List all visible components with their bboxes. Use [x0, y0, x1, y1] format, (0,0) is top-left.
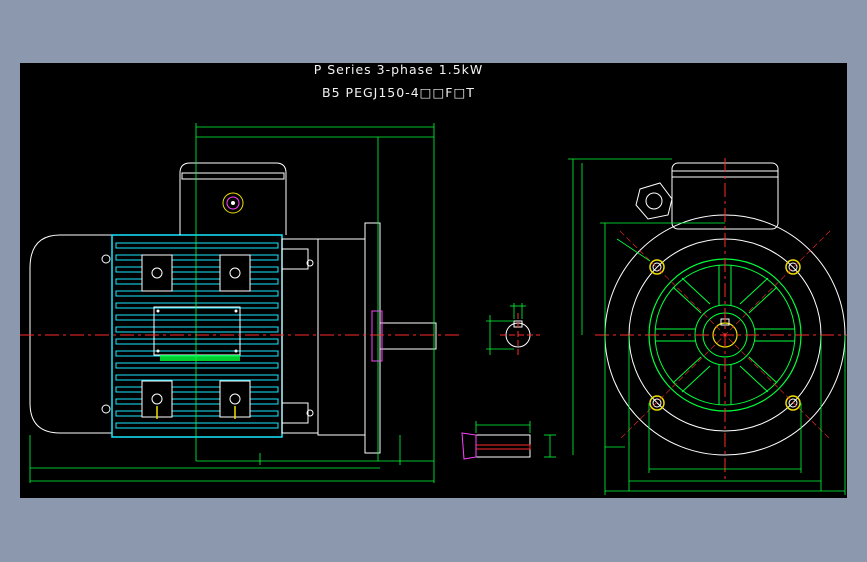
- bolt-hole-icon: [649, 395, 665, 411]
- flange-side: [317, 222, 381, 454]
- front-view: [568, 158, 847, 495]
- shaft-key-section: [486, 303, 540, 357]
- bolt-hole-icon: [785, 259, 801, 275]
- cable-gland-icon: [635, 182, 673, 220]
- bolt-hole-icon: [649, 259, 665, 275]
- motor-frame: [111, 234, 283, 438]
- dimension-lines: [29, 123, 435, 483]
- nameplate: [153, 306, 241, 356]
- key-detail: [461, 421, 556, 460]
- terminal-box: [179, 162, 287, 235]
- drawing-canvas: [20, 63, 847, 498]
- shaft: [379, 322, 437, 350]
- cooling-fins: [115, 242, 279, 429]
- cable-gland-icon: [222, 192, 244, 214]
- front-dimension-lines: [568, 158, 846, 495]
- hub-spokes: [655, 265, 795, 405]
- drawing-model-number: B5 PEGJ150-4□□F□T: [322, 85, 475, 100]
- flange-bolt-holes: [649, 259, 801, 411]
- end-shield: [281, 238, 319, 434]
- drawing-title: P Series 3-phase 1.5kW: [313, 62, 484, 77]
- bolt-icon: [101, 254, 111, 264]
- bolt-icon: [101, 404, 111, 414]
- side-view: [20, 123, 460, 483]
- fan-cover: [29, 234, 113, 434]
- cad-drawing: [20, 123, 847, 495]
- mounting-lugs: [141, 254, 251, 418]
- bolt-hole-icon: [785, 395, 801, 411]
